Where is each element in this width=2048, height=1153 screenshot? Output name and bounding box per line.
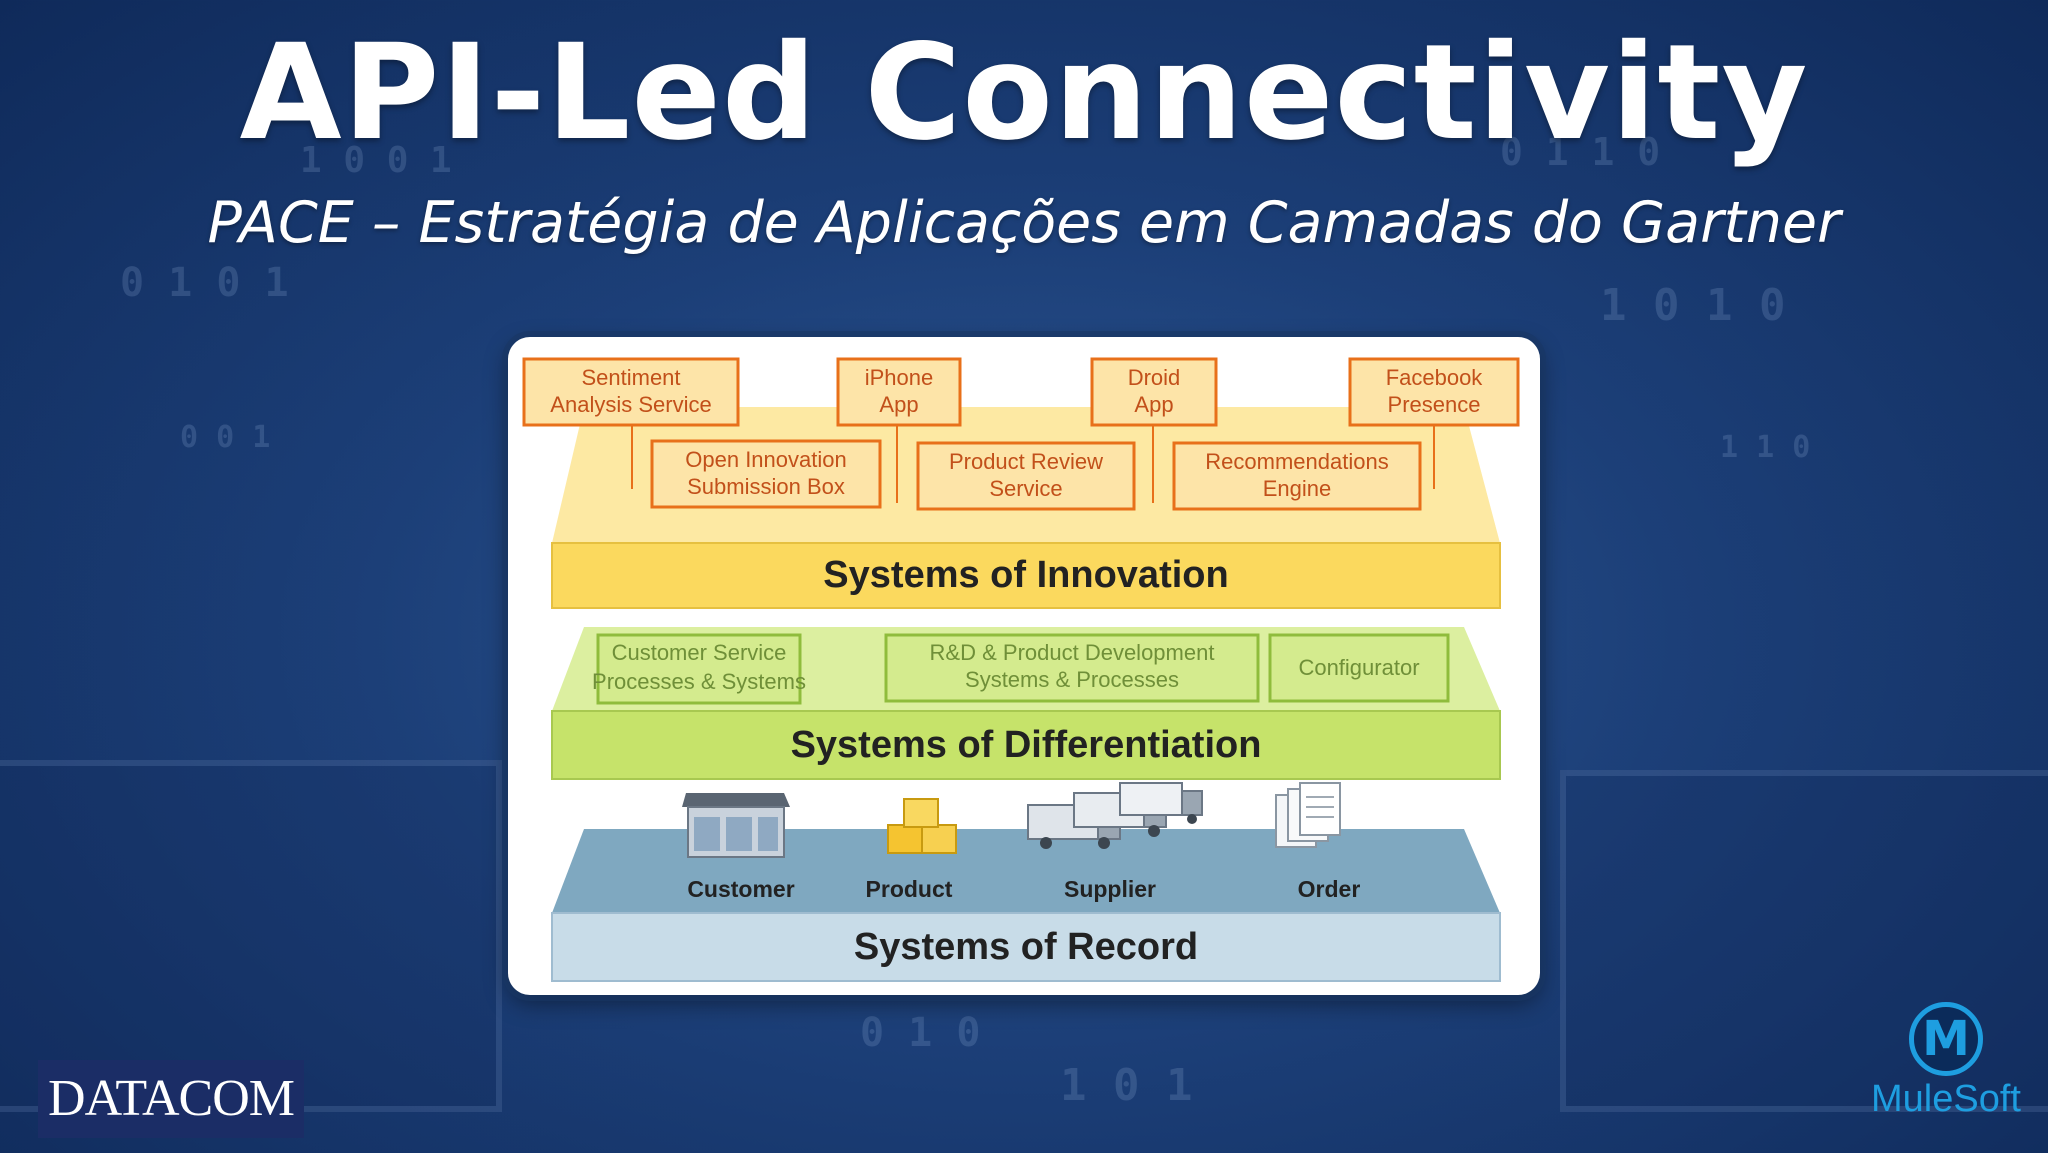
svg-text:iPhone: iPhone: [865, 365, 934, 390]
svg-text:App: App: [1134, 392, 1173, 417]
building-icon: [682, 793, 790, 858]
svg-text:Analysis Service: Analysis Service: [550, 392, 711, 417]
boxes-icon: [887, 798, 957, 854]
mulesoft-logo: M MuleSoft: [1866, 1002, 2026, 1121]
documents-icon: [1275, 782, 1341, 848]
svg-text:Engine: Engine: [1263, 476, 1332, 501]
trucks-icon: [1027, 782, 1203, 849]
innovation-box-facebook-presence: Facebook Presence: [1348, 357, 1520, 427]
innovation-connectors: [631, 425, 1435, 503]
record-layer-front: [551, 912, 1501, 982]
svg-text:Open Innovation: Open Innovation: [685, 447, 846, 472]
svg-text:Systems & Processes: Systems & Processes: [965, 667, 1179, 692]
differentiation-box-configurator: Configurator: [1268, 633, 1450, 703]
innovation-box-product-review: Product Review Service: [916, 441, 1136, 511]
record-item-order: Order: [1298, 876, 1361, 902]
page-title: API-Led Connectivity: [239, 16, 1809, 170]
svg-text:Configurator: Configurator: [1298, 655, 1419, 680]
innovation-box-open-innovation: Open Innovation Submission Box: [650, 439, 882, 509]
innovation-box-recommendations: Recommendations Engine: [1172, 441, 1422, 511]
svg-text:Sentiment: Sentiment: [581, 365, 680, 390]
svg-text:Presence: Presence: [1388, 392, 1481, 417]
innovation-box-sentiment: Sentiment Analysis Service: [522, 357, 740, 427]
background-monitor-left: [0, 760, 502, 1112]
svg-text:R&D & Product Development: R&D & Product Development: [930, 640, 1215, 665]
datacom-logo: DATACOM: [38, 1060, 304, 1138]
svg-text:Facebook: Facebook: [1386, 365, 1484, 390]
svg-text:Recommendations: Recommendations: [1205, 449, 1388, 474]
differentiation-layer-front: [551, 710, 1501, 780]
differentiation-box-rnd: R&D & Product Development Systems & Proc…: [884, 633, 1260, 703]
innovation-box-iphone-app: iPhone App: [836, 357, 962, 427]
svg-text:Processes & Systems: Processes & Systems: [592, 669, 806, 694]
innovation-layer-label: Systems of Innovation: [823, 554, 1228, 596]
pace-layer-diagram: Systems of Innovation Sentiment Analysis…: [522, 357, 1520, 982]
innovation-layer-front: [551, 542, 1501, 609]
mulesoft-wordmark: MuleSoft: [1871, 1078, 2021, 1120]
record-layer-label: Systems of Record: [854, 926, 1198, 968]
svg-text:Service: Service: [989, 476, 1062, 501]
record-layer-top: [552, 829, 1500, 913]
mulesoft-m-icon: M: [1909, 1002, 1983, 1076]
svg-text:Product Review: Product Review: [949, 449, 1103, 474]
innovation-box-droid-app: Droid App: [1090, 357, 1218, 427]
svg-text:App: App: [879, 392, 918, 417]
svg-text:Droid: Droid: [1128, 365, 1181, 390]
differentiation-layer-label: Systems of Differentiation: [791, 724, 1262, 766]
record-item-supplier: Supplier: [1064, 876, 1156, 902]
record-item-customer: Customer: [687, 876, 794, 902]
record-item-product: Product: [866, 876, 953, 902]
svg-text:Submission Box: Submission Box: [687, 474, 845, 499]
differentiation-box-customer-service: Customer Service Processes & Systems: [592, 633, 806, 705]
page-subtitle: PACE – Estratégia de Aplicações em Camad…: [207, 190, 1841, 256]
svg-text:Customer Service: Customer Service: [612, 640, 787, 665]
pace-diagram-card: Systems of Innovation Sentiment Analysis…: [508, 337, 1540, 995]
